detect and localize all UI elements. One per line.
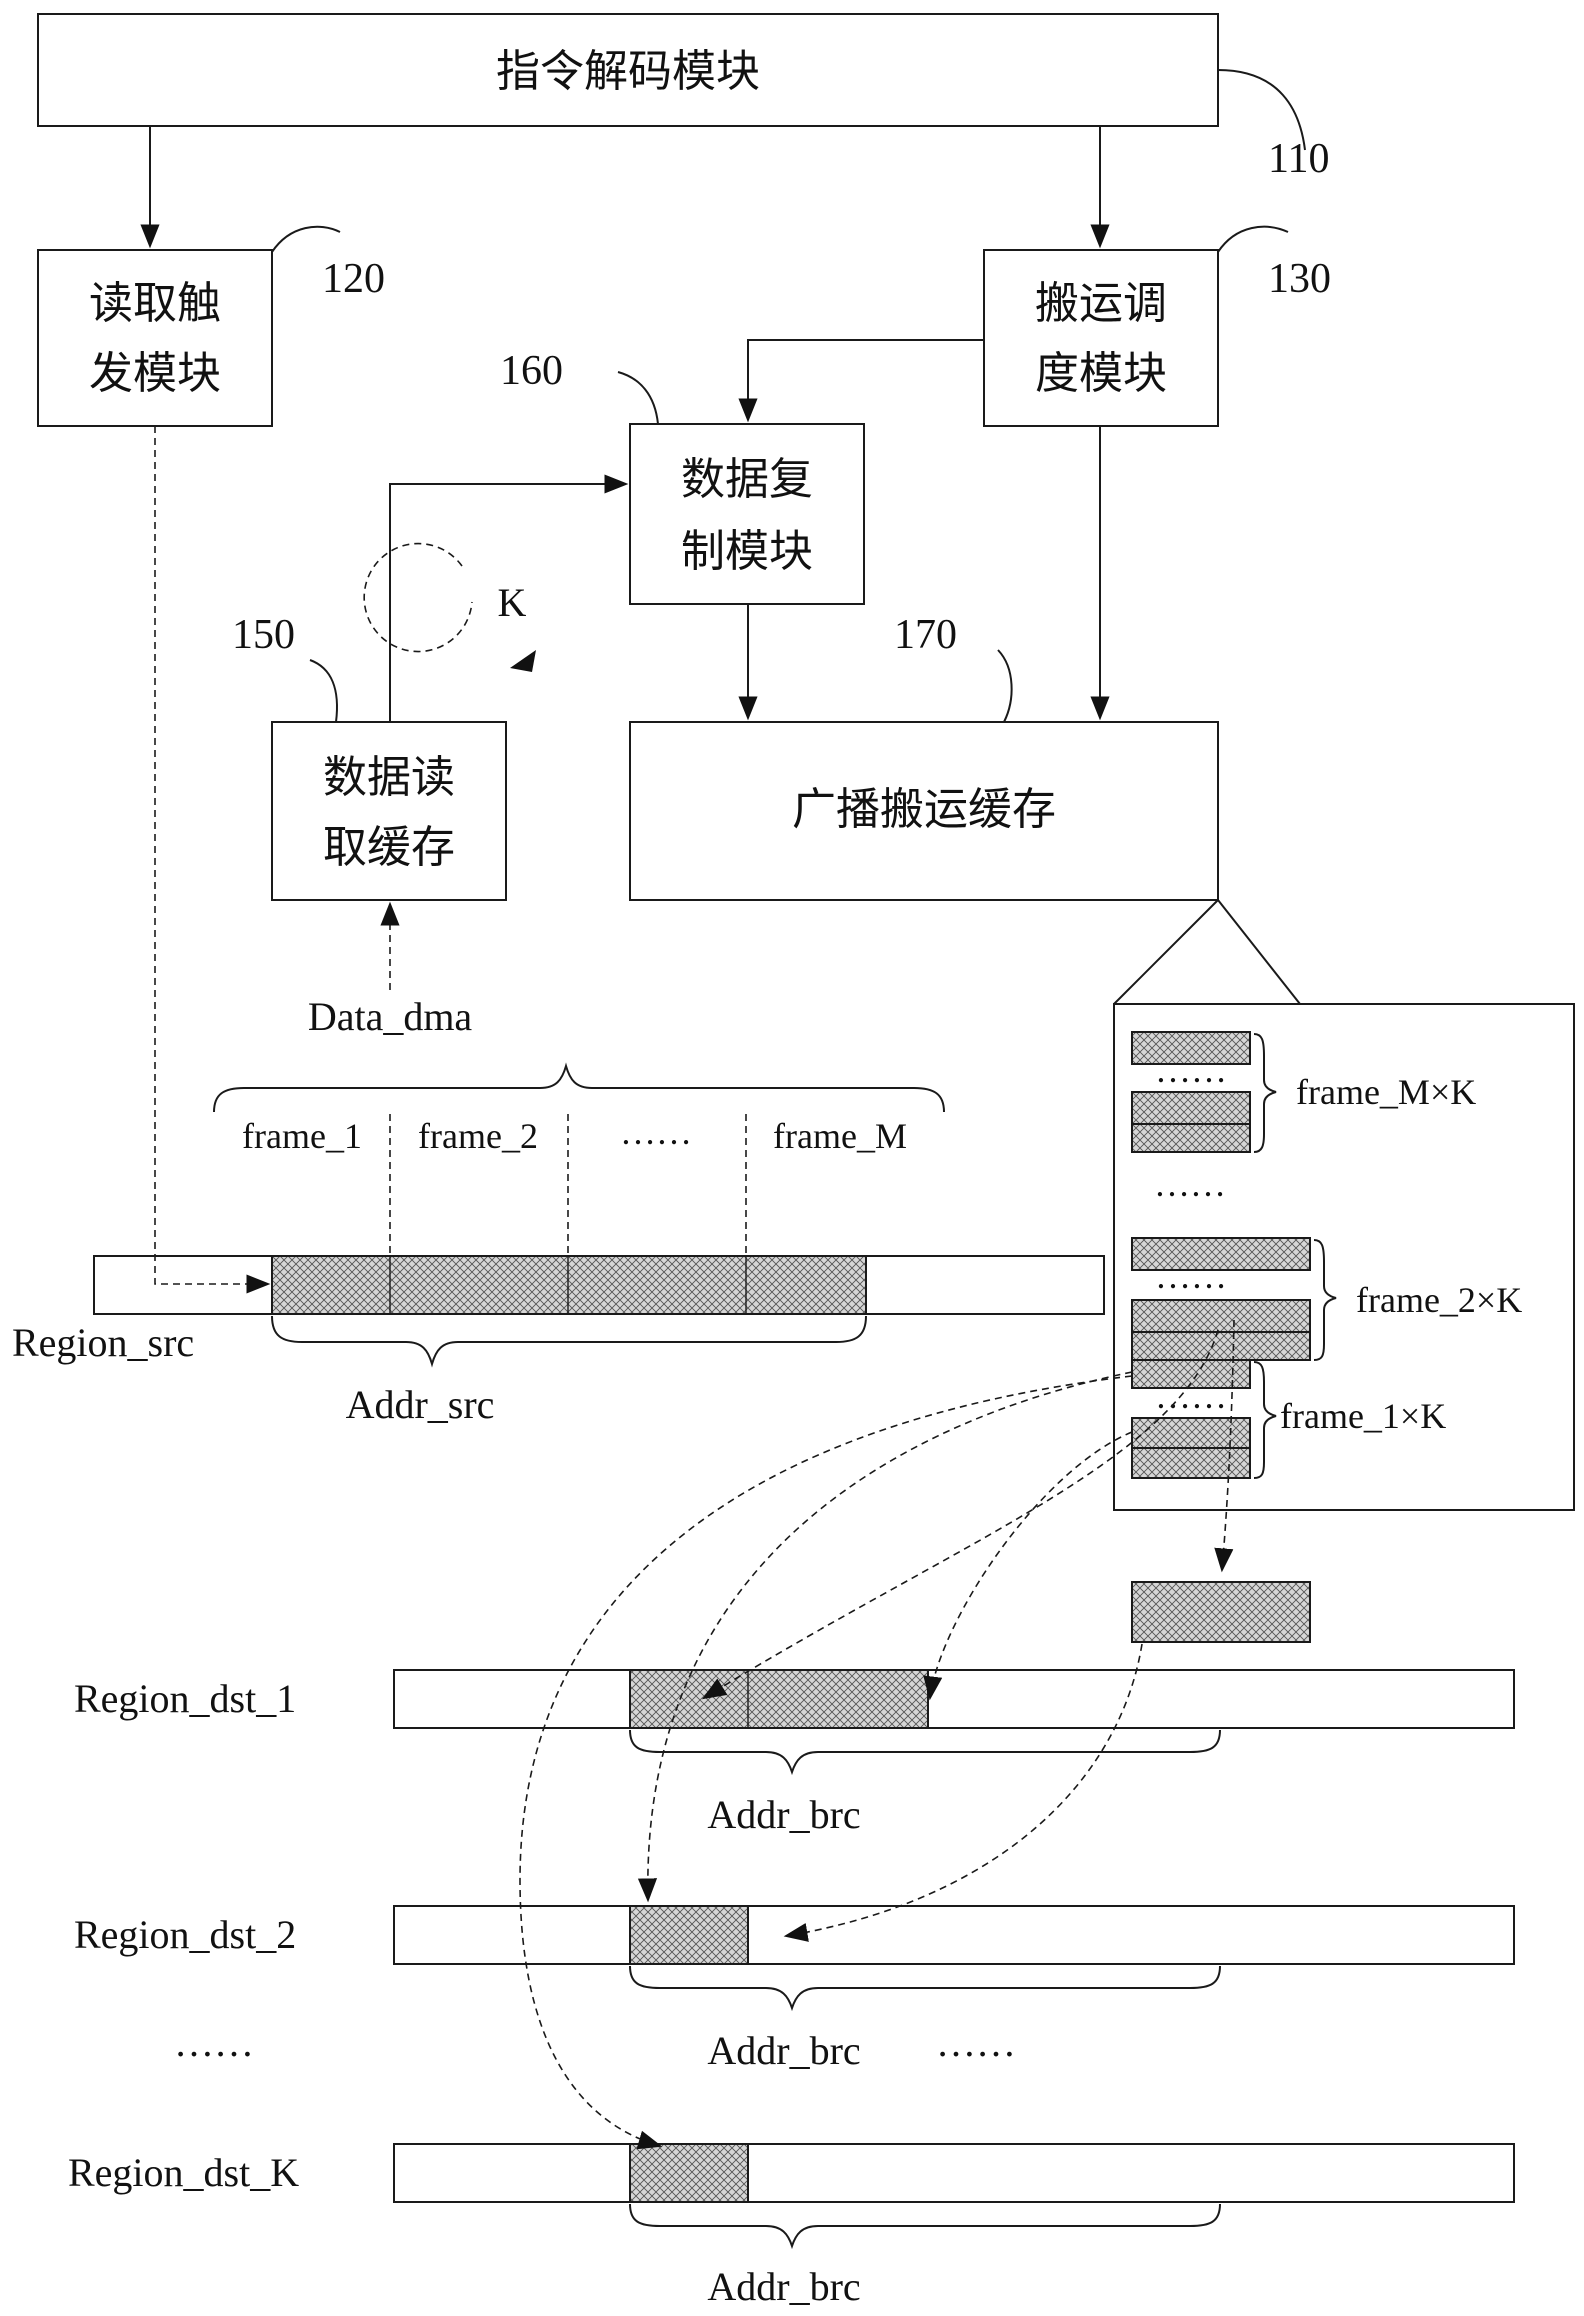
read-trigger-module: 读取触 发模块 (37, 249, 273, 427)
transfer-arrow-to-dst2 (637, 1371, 1133, 1903)
transfer-arrow-frame2-to-dst1 (701, 1329, 1219, 1700)
read-trigger-line1: 读取触 (89, 278, 221, 329)
loop-k-arrowhead (510, 650, 536, 672)
region-dst-2-label: Region_dst_2 (74, 1912, 296, 1957)
region-dst-2-bar (393, 1905, 1515, 1965)
callout-line-left (1113, 899, 1219, 1005)
transfer-arrow-to-dstk (519, 1375, 1133, 2150)
ref-leader-120 (271, 225, 341, 253)
region-dst-k-label: Region_dst_K (68, 2150, 299, 2195)
ref-120: 120 (322, 256, 385, 302)
dst-mid-right-dots: …… (936, 2020, 1016, 2065)
region-src-data (271, 1255, 867, 1315)
data-copy-module: 数据复 制模块 (629, 423, 865, 605)
callout-line-right (1217, 899, 1301, 1005)
region-src-bar (93, 1255, 1105, 1315)
instruction-decode-module: 指令解码模块 (37, 13, 1219, 127)
data-copy-line2: 制模块 (681, 526, 813, 577)
inner-dots-1: …… (1155, 1376, 1227, 1416)
data-dma-label: Data_dma (308, 994, 473, 1039)
broadcast-buffer: 广播搬运缓存 (629, 721, 1219, 901)
region-src-label: Region_src (12, 1320, 194, 1365)
region-dst-1-label: Region_dst_1 (74, 1676, 296, 1721)
ref-leader-150 (309, 659, 338, 723)
loop-k-label: K (498, 580, 527, 625)
move-schedule-module: 搬运调 度模块 (983, 249, 1219, 427)
loop-k-indicator (363, 542, 473, 653)
ref-170: 170 (894, 612, 957, 658)
arrow-panel-to-block (1214, 1319, 1235, 1573)
ref-leader-130 (1217, 225, 1289, 253)
transfer-arrow-frame1-to-dst1 (923, 1431, 1133, 1701)
group-m-label: frame_M×K (1296, 1072, 1476, 1112)
arrow-trigger-to-src (154, 426, 271, 1294)
frame-1-label: frame_1 (242, 1116, 362, 1156)
region-dst-k-bar (393, 2143, 1515, 2203)
frames-brace (213, 1062, 945, 1113)
broadcast-buffer-label: 广播搬运缓存 (792, 784, 1056, 835)
data-read-buffer: 数据读 取缓存 (271, 721, 507, 901)
addr-brc-1-brace (629, 1729, 1221, 1776)
transfer-arrow-block-to-dst2 (783, 1643, 1143, 1942)
inner-dots-2: …… (1155, 1256, 1227, 1296)
read-trigger-line2: 发模块 (89, 348, 221, 399)
brace-group-m (1253, 1033, 1277, 1153)
addr-src-brace (271, 1315, 867, 1368)
frame-m-label: frame_M (773, 1116, 907, 1156)
frame-ellipsis: …… (620, 1112, 692, 1152)
addr-brc-2-label: Addr_brc (707, 2028, 860, 2073)
addr-brc-2-brace (629, 1965, 1221, 2012)
move-schedule-line2: 度模块 (1035, 348, 1167, 399)
group-gap-dots: …… (1154, 1164, 1226, 1204)
data-read-buffer-line2: 取缓存 (323, 822, 455, 873)
arrow-schedule-to-copy (738, 339, 984, 423)
ref-leader-160 (617, 371, 659, 425)
group-2-label: frame_2×K (1356, 1280, 1522, 1320)
brace-group-1 (1253, 1361, 1277, 1479)
instruction-decode-label: 指令解码模块 (496, 46, 760, 97)
inner-dots-m: …… (1155, 1050, 1227, 1090)
brace-group-2 (1313, 1239, 1337, 1361)
ref-160: 160 (500, 348, 563, 394)
group-1-label: frame_1×K (1280, 1396, 1446, 1436)
arrow-readbuf-to-copy (389, 474, 629, 722)
outgoing-block (1131, 1581, 1311, 1643)
move-schedule-line1: 搬运调 (1035, 278, 1167, 329)
ref-leader-170 (997, 649, 1013, 723)
ref-110: 110 (1268, 136, 1329, 182)
data-copy-line1: 数据复 (681, 454, 813, 505)
ref-leader-110 (1217, 69, 1306, 151)
addr-brc-k-brace (629, 2203, 1221, 2250)
ref-150: 150 (232, 612, 295, 658)
buffer-detail-panel: …… frame_M×K …… …… frame_2×K …… frame_1×… (1113, 1003, 1575, 1511)
addr-src-label: Addr_src (346, 1382, 495, 1427)
addr-brc-1-label: Addr_brc (707, 1792, 860, 1837)
ref-130: 130 (1268, 256, 1331, 302)
frame-2-label: frame_2 (418, 1116, 538, 1156)
dst-mid-left-dots: …… (174, 2020, 254, 2065)
data-read-buffer-line1: 数据读 (323, 752, 455, 803)
region-dst-1-bar (393, 1669, 1515, 1729)
addr-brc-k-label: Addr_brc (707, 2264, 860, 2309)
